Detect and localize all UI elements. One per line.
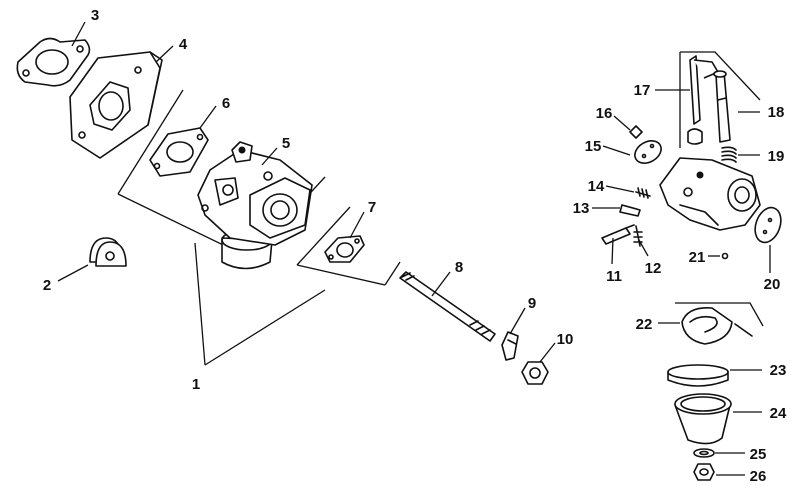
callout-21: 21 — [689, 249, 706, 266]
callout-13: 13 — [573, 200, 590, 217]
part-24-float-bowl — [674, 393, 732, 445]
part-23-ring — [667, 364, 729, 387]
callout-25: 25 — [750, 446, 767, 463]
callout-2: 2 — [43, 277, 51, 294]
part-3-gasket — [16, 37, 91, 87]
callout-19: 19 — [768, 148, 785, 165]
callout-22: 22 — [636, 316, 653, 333]
callout-7: 7 — [368, 199, 376, 216]
part-18-tube — [713, 70, 731, 143]
part-8-stud — [399, 271, 496, 342]
callout-18: 18 — [768, 104, 785, 121]
part-9-clip — [501, 331, 519, 361]
callout-15: 15 — [585, 138, 602, 155]
callout-9: 9 — [528, 295, 536, 312]
part-21-ball — [721, 252, 729, 260]
callout-14: 14 — [588, 178, 605, 195]
part-11-needle — [601, 224, 635, 245]
callout-8: 8 — [455, 259, 463, 276]
callout-labels: 1 2 3 4 6 5 7 8 9 10 11 12 13 14 15 16 1… — [43, 7, 787, 485]
part-25-washer — [693, 448, 715, 458]
callout-11: 11 — [606, 268, 622, 285]
part-13-screw — [619, 204, 641, 217]
callout-12: 12 — [645, 260, 662, 277]
part-22-float — [675, 302, 764, 345]
callout-10: 10 — [557, 331, 574, 348]
part-5-carburetor — [197, 141, 313, 270]
callout-5: 5 — [282, 135, 290, 152]
part-14-spring — [635, 187, 651, 199]
part-26-nut — [693, 463, 715, 481]
part-10-nut — [521, 361, 549, 385]
callout-20: 20 — [764, 276, 781, 293]
callout-23: 23 — [770, 362, 787, 379]
part-19-spring — [721, 146, 737, 163]
part-2-spacer — [89, 237, 127, 267]
part-carburetor-body-right — [659, 157, 761, 231]
callout-5-6a: 6 — [222, 95, 230, 112]
callout-16: 16 — [596, 105, 613, 122]
callout-1: 1 — [192, 376, 200, 393]
callout-3: 3 — [91, 7, 99, 24]
part-4-spacer-plate — [69, 51, 163, 159]
callout-24: 24 — [770, 405, 787, 422]
part-20-plate — [754, 206, 782, 244]
callout-4: 4 — [179, 36, 188, 53]
part-17-bracket-group — [679, 51, 761, 148]
leader-lines — [57, 21, 771, 476]
callout-17: 17 — [634, 82, 651, 99]
part-7-gasket — [324, 235, 365, 263]
part-15-plate — [634, 140, 662, 164]
callout-26: 26 — [750, 468, 767, 485]
part-6-gasket — [149, 127, 209, 177]
part-16-screw — [629, 125, 643, 139]
part-12-spring — [633, 225, 643, 247]
